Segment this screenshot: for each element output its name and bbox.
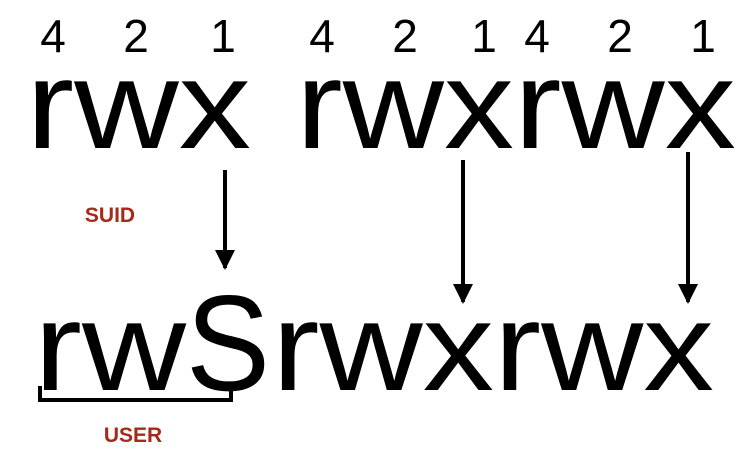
perm-top-other: rwx (514, 34, 736, 175)
arrows (215, 152, 698, 304)
user-bracket (38, 386, 233, 402)
perm-top-user: rwx (26, 34, 251, 175)
perm-bottom-other: rwx (494, 276, 714, 417)
weight-other-exec: 1 (690, 10, 716, 62)
weight-other-write: 2 (607, 10, 633, 62)
perm-top-group: rwx (296, 34, 514, 175)
weight-group-exec: 1 (471, 10, 497, 62)
bit-weights: 4 2 1 4 2 1 4 2 1 (40, 10, 716, 62)
weight-user-write: 2 (123, 10, 149, 62)
user-label: USER (104, 424, 162, 447)
permissions-top-row: rwx rwx rwx (26, 34, 736, 175)
perm-bottom-user-rw: rw (34, 276, 187, 417)
weight-user-read: 4 (40, 10, 66, 62)
suid-label: SUID (85, 204, 135, 227)
permissions-bottom-row: rw S rwx rwx (34, 267, 714, 419)
weight-other-read: 4 (524, 10, 550, 62)
weight-group-read: 4 (309, 10, 335, 62)
weight-user-exec: 1 (210, 10, 236, 62)
weight-group-write: 2 (392, 10, 418, 62)
perm-bottom-suid-s: S (186, 267, 270, 419)
perm-bottom-group: rwx (272, 276, 494, 417)
